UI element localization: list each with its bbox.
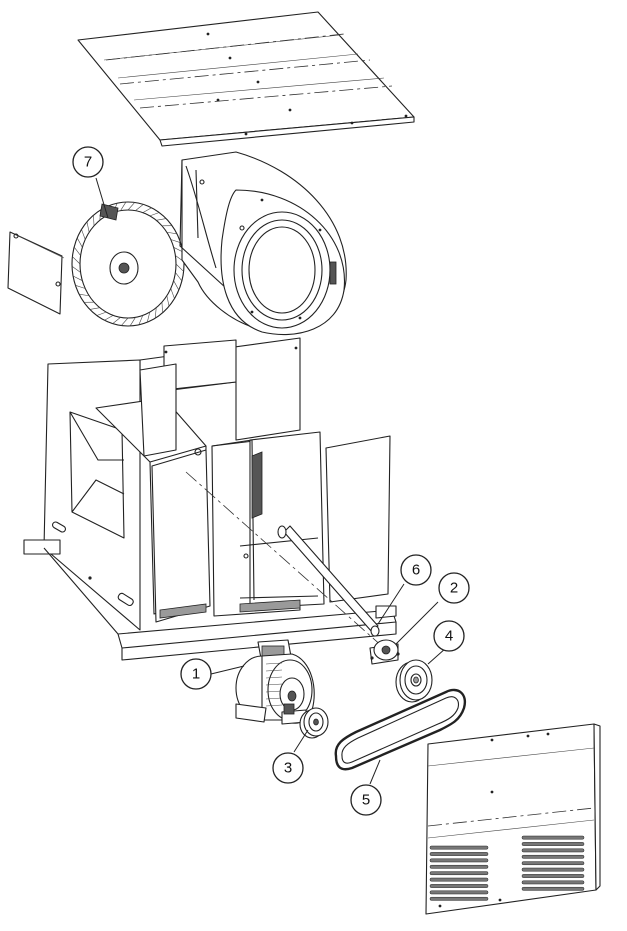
wheel-blade (127, 202, 135, 211)
wheel-blade (79, 293, 90, 297)
wheel-blade (86, 221, 90, 233)
wheel-blade (170, 239, 181, 243)
motor-fin (265, 669, 283, 672)
wheel-blade (166, 295, 170, 307)
shaft (185, 471, 385, 649)
wheel-blade (129, 317, 136, 327)
louver-slot (521, 854, 585, 859)
wheel-blade (71, 266, 81, 273)
callout-3-label: 3 (284, 760, 292, 777)
callout-2-label: 2 (450, 580, 458, 597)
louver-slot (521, 835, 585, 840)
louver-slot (429, 877, 489, 882)
scroll-housing (179, 151, 347, 336)
motor-fin (265, 690, 283, 693)
louver-slot (429, 845, 489, 850)
wheel-blade (135, 204, 144, 211)
callout-7: 7 (72, 146, 104, 178)
fan-pulley (395, 659, 433, 703)
front-panel (425, 723, 601, 915)
wheel-blade (138, 315, 144, 325)
leader-4 (427, 647, 447, 665)
wheel-blade (93, 215, 95, 226)
callout-1-label: 1 (192, 666, 200, 683)
wheel-blade (72, 275, 83, 281)
wheel-blade (175, 272, 183, 282)
leader-2 (395, 601, 439, 645)
wheel-blade (154, 307, 157, 319)
wheel-blade (121, 317, 129, 326)
wheel-blade (75, 285, 86, 289)
wheel-blade (96, 311, 107, 316)
louver-slot (521, 886, 585, 891)
wheel-blade (89, 307, 100, 310)
motor-fin (265, 676, 283, 679)
motor (235, 639, 315, 725)
callout-4-label: 4 (445, 628, 453, 645)
louver-slot (521, 880, 585, 885)
leader-7 (95, 177, 109, 219)
wheel-blade (149, 212, 160, 217)
motor-pulley (299, 707, 329, 739)
callout-7-label: 7 (84, 154, 92, 171)
callout-5: 5 (350, 784, 382, 816)
wheel-blade (104, 315, 114, 321)
callout-1: 1 (180, 658, 212, 690)
wheel-blade (170, 288, 175, 299)
v-belt (334, 688, 467, 771)
wheel-blade (72, 256, 81, 265)
leader-3 (293, 729, 309, 753)
wheel-blade (166, 231, 177, 235)
wheel-blade (173, 247, 184, 253)
louver-slot (521, 867, 585, 872)
louver-slot (429, 864, 489, 869)
wheel-blade (112, 317, 121, 324)
louver-slot (429, 871, 489, 876)
callout-4: 4 (433, 620, 465, 652)
louver-slot (521, 842, 585, 846)
louver-slot (429, 858, 489, 863)
louver-slot (521, 861, 585, 866)
leader-lines (95, 177, 447, 785)
motor-fin (265, 662, 283, 665)
motor-fin (265, 697, 283, 700)
cabinet-frame (23, 337, 397, 661)
wheel-blade (173, 280, 180, 291)
wheel-blade (76, 237, 83, 248)
callout-5-label: 5 (362, 792, 370, 809)
louver-slot (521, 848, 585, 853)
leader-6 (377, 583, 405, 625)
motor-fin (265, 704, 283, 707)
callout-6-label: 6 (412, 562, 420, 579)
wheel-blade (142, 207, 152, 213)
bearing (369, 639, 400, 665)
leader-1 (210, 665, 245, 675)
wheel-blade (146, 312, 151, 323)
wheel-blade (161, 302, 163, 313)
wheel-blade (73, 246, 81, 256)
wheel-blade (120, 201, 127, 211)
callout-3: 3 (272, 752, 304, 784)
side-plate (7, 231, 65, 315)
wheel-blade (175, 263, 184, 272)
leader-5 (369, 759, 381, 785)
louver-slot (429, 884, 489, 888)
top-panel (77, 11, 415, 147)
motor-fin (265, 683, 283, 686)
blower-wheel (71, 201, 185, 327)
louver-slot (429, 890, 489, 895)
louver-slot (429, 852, 489, 856)
louver-slot (429, 896, 489, 901)
wheel-blade (81, 229, 86, 240)
callout-2: 2 (438, 572, 470, 604)
louver-slot (521, 874, 585, 878)
callout-6: 6 (400, 554, 432, 586)
wheel-blade (156, 218, 167, 221)
